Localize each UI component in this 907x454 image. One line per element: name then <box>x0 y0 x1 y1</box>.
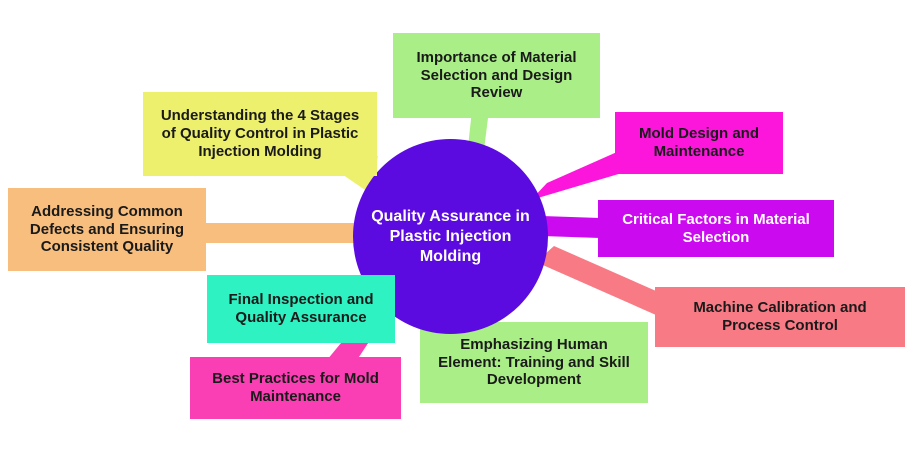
node-emphasizing-human-element[interactable]: Emphasizing Human Element: Training and … <box>420 322 648 403</box>
node-critical-factors[interactable]: Critical Factors in Material Selection <box>598 200 834 257</box>
node-understanding-4-stages[interactable]: Understanding the 4 Stages of Quality Co… <box>143 92 377 176</box>
node-final-inspection[interactable]: Final Inspection and Quality Assurance <box>207 275 395 343</box>
connector-critical-factors <box>542 216 600 238</box>
node-best-practices-mold[interactable]: Best Practices for Mold Maintenance <box>190 357 401 419</box>
node-mold-design[interactable]: Mold Design and Maintenance <box>615 112 783 174</box>
connector-importance-material <box>468 110 489 150</box>
node-importance-material-selection[interactable]: Importance of Material Selection and Des… <box>393 33 600 118</box>
connector-mold-design <box>531 148 632 200</box>
connector-addressing-defects <box>203 223 360 243</box>
node-addressing-common-defects[interactable]: Addressing Common Defects and Ensuring C… <box>8 188 206 271</box>
connector-machine-calibration <box>536 246 672 315</box>
node-machine-calibration[interactable]: Machine Calibration and Process Control <box>655 287 905 347</box>
